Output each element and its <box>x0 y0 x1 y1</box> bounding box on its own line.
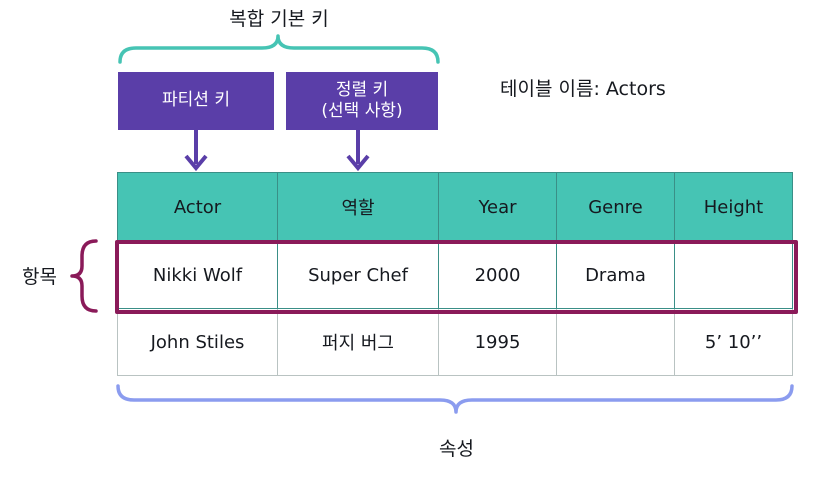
table-cell: 1995 <box>438 308 557 376</box>
table-cell: 퍼지 버그 <box>277 308 439 376</box>
table-cell <box>674 241 793 309</box>
actors-table: Actor 역할 Year Genre Height Nikki Wolf Su… <box>117 172 793 376</box>
attributes-label: 속성 <box>439 438 474 460</box>
table-cell: Drama <box>556 241 675 309</box>
sort-key-optional-label: (선택 사항) <box>321 101 403 121</box>
composite-key-label: 복합 기본 키 <box>229 8 329 30</box>
item-label: 항목 <box>22 266 57 288</box>
partition-key-label: 파티션 키 <box>162 90 230 111</box>
header-cell: 역할 <box>277 172 439 242</box>
header-cell: Genre <box>556 172 675 242</box>
table-cell: 2000 <box>438 241 557 309</box>
header-cell: Height <box>674 172 793 242</box>
composite-key-brace <box>118 34 440 64</box>
item-brace <box>70 239 98 313</box>
table-cell: Super Chef <box>277 241 439 309</box>
partition-key-arrowhead <box>184 154 208 172</box>
table-name: 테이블 이름: Actors <box>500 78 666 100</box>
table-row: John Stiles 퍼지 버그 1995 5’ 10’’ <box>117 308 793 376</box>
table-cell: Nikki Wolf <box>117 241 278 309</box>
sort-key-label: 정렬 키 <box>335 79 389 100</box>
table-cell <box>556 308 675 376</box>
table-cell: John Stiles <box>117 308 278 376</box>
header-row: Actor 역할 Year Genre Height <box>117 172 793 242</box>
header-cell: Actor <box>117 172 278 242</box>
table-cell: 5’ 10’’ <box>674 308 793 376</box>
table-row: Nikki Wolf Super Chef 2000 Drama <box>117 241 793 309</box>
sort-key-box: 정렬 키 (선택 사항) <box>286 72 438 130</box>
sort-key-arrowhead <box>346 154 370 172</box>
partition-key-box: 파티션 키 <box>118 72 274 130</box>
item-highlight <box>115 240 798 314</box>
header-cell: Year <box>438 172 557 242</box>
attributes-brace <box>116 384 794 414</box>
